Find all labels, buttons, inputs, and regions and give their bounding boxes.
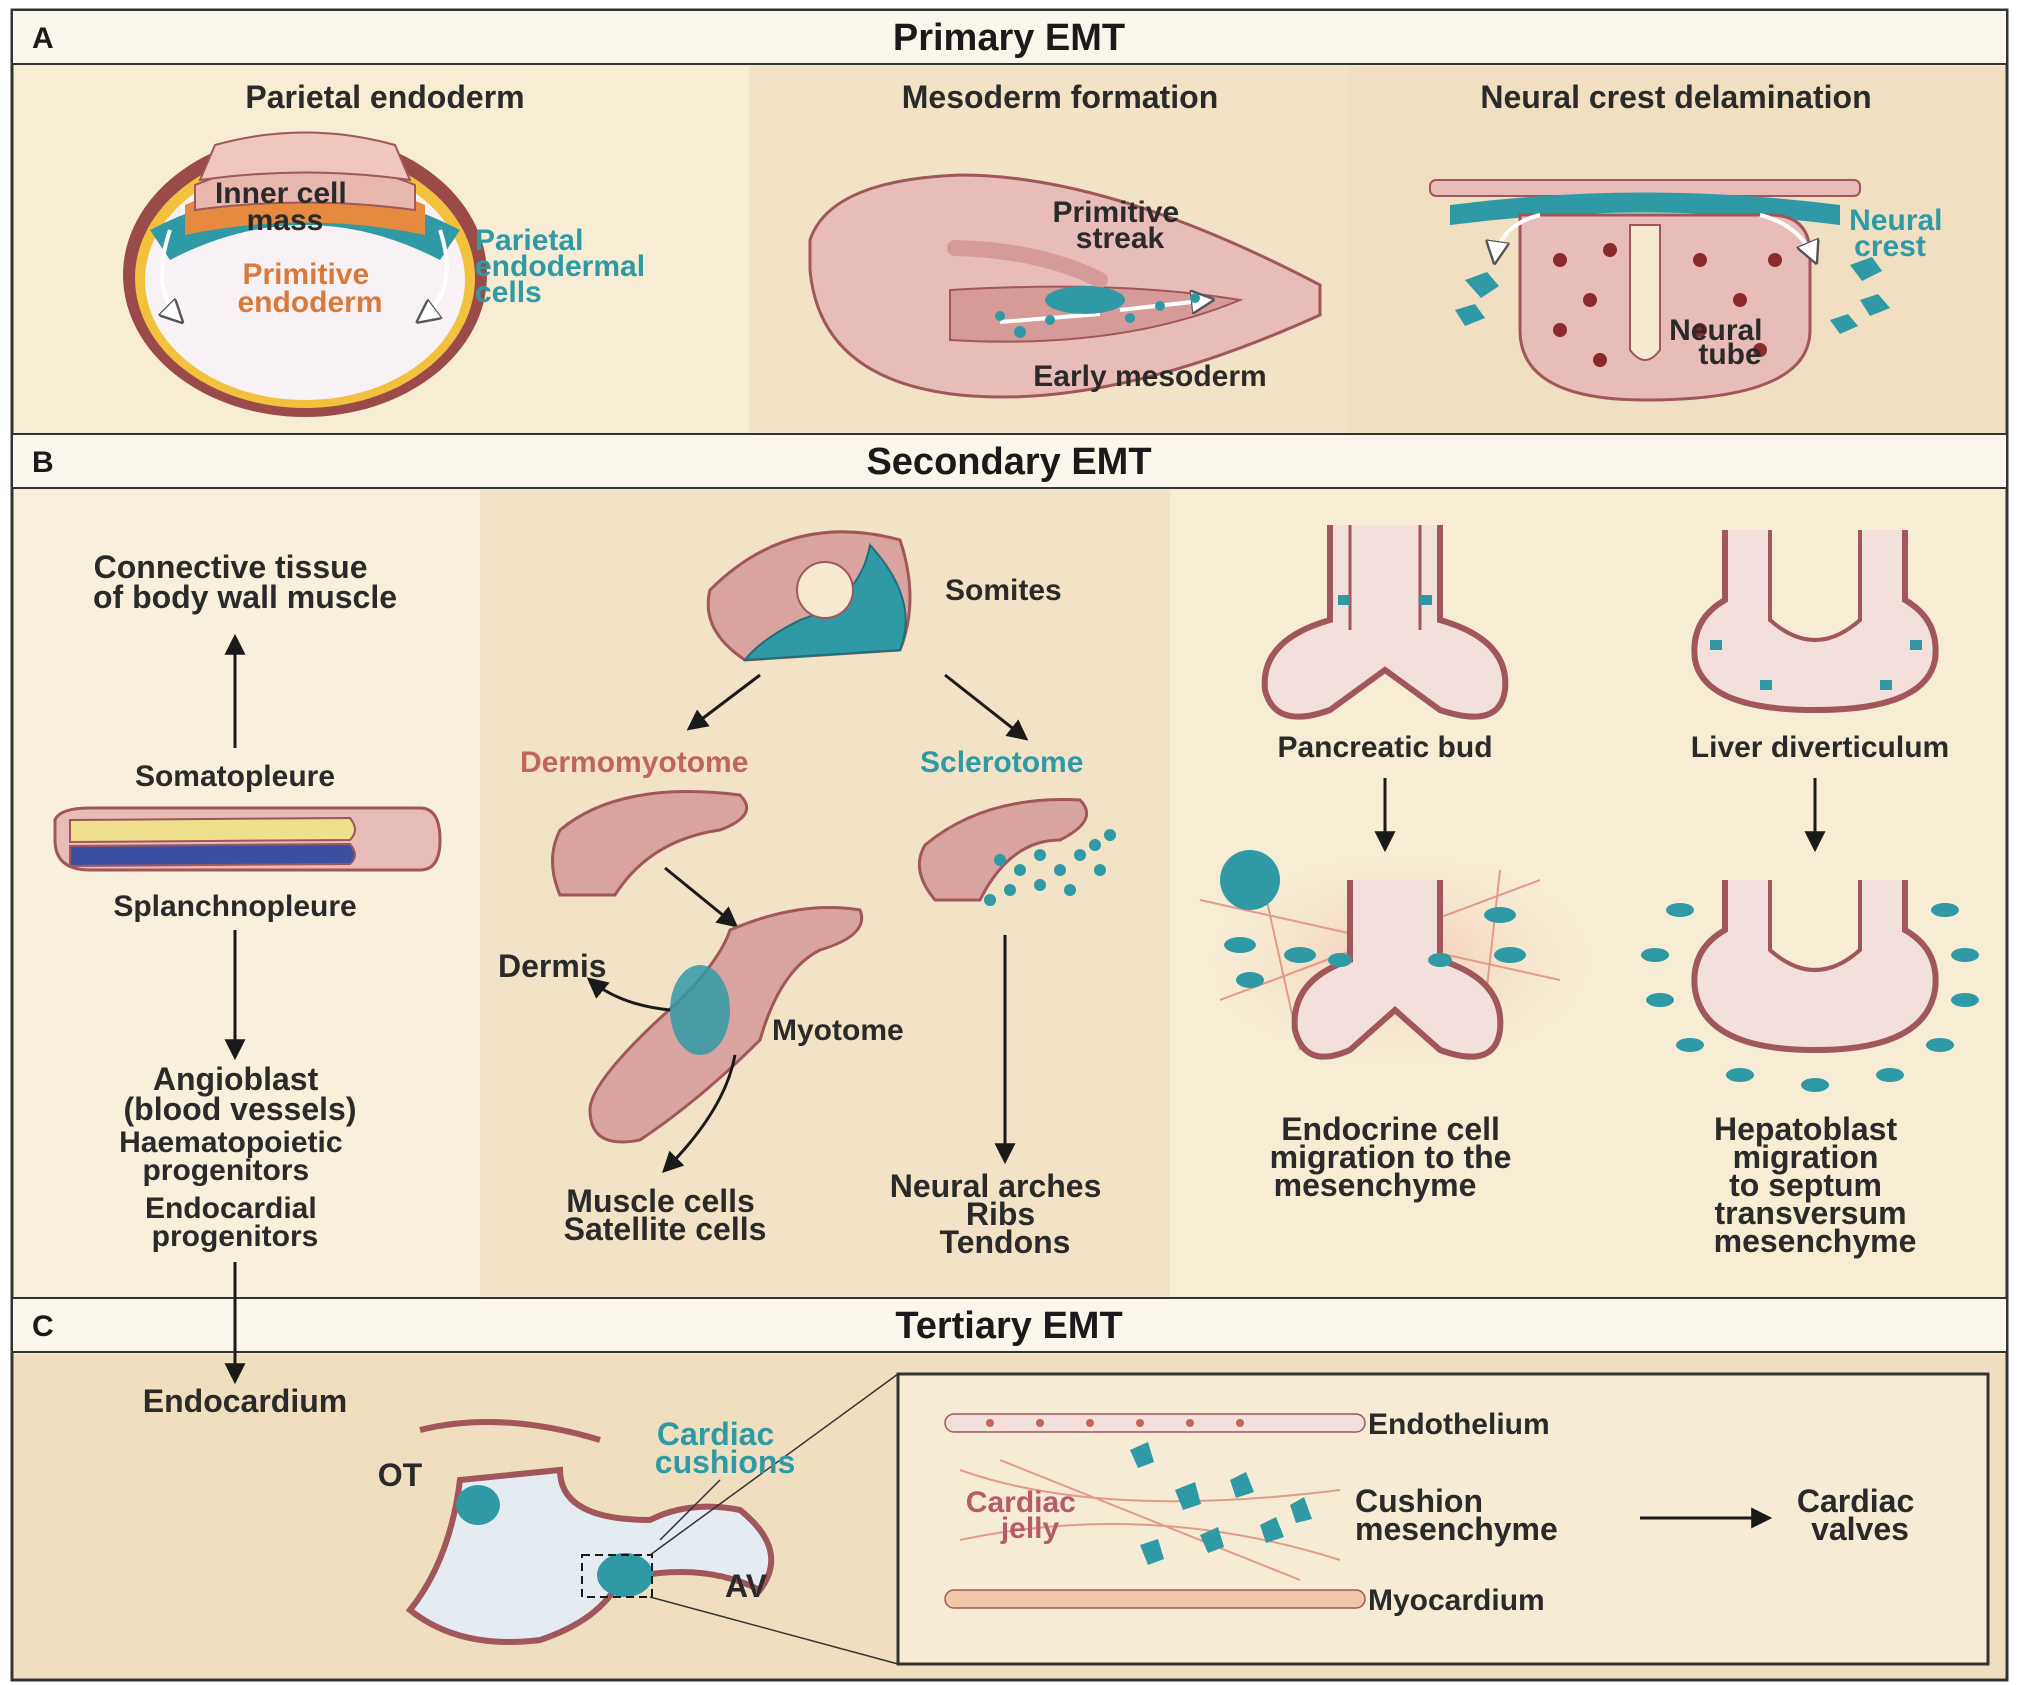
cardiac-jelly-label: Cardiac jelly [966, 1486, 1084, 1545]
somatopleure-label: Somatopleure [135, 760, 335, 793]
blastocyst-illustration [123, 131, 487, 417]
pancreas-migration-illustration [1199, 850, 1600, 1070]
heart-tube-illustration [405, 1373, 899, 1665]
myotome-label: Myotome [772, 1014, 904, 1047]
dermomyotome-illustration [551, 790, 749, 897]
primitive-streak-label: Primitive streak [1052, 196, 1187, 255]
dermomyotome-label: Dermomyotome [520, 746, 748, 779]
splanchnopleure-label: Splanchnopleure [113, 890, 356, 923]
neural-tube-illustration [1429, 179, 1890, 402]
endocrine-migration-label: Endocrine cell migration to the mesenchy… [1270, 1111, 1521, 1203]
sclerotome-label: Sclerotome [920, 746, 1083, 779]
connective-tissue-label: Connective tissue of body wall muscle [93, 549, 397, 615]
neural-arches-label: Neural arches Ribs Tendons [890, 1168, 1111, 1260]
angioblast-label: Angioblast (blood vessels) [124, 1061, 357, 1127]
panel-a-title: Primary EMT [893, 17, 1125, 59]
somite-illustration [706, 530, 912, 662]
panel-a-letter: A [32, 22, 54, 55]
arrow-to-sclerotome [944, 673, 1029, 741]
liver-diverticulum-label: Liver diverticulum [1691, 731, 1949, 764]
myocardium-label: Myocardium [1368, 1584, 1545, 1617]
parietal-cells-label: Parietal endodermal cells [475, 224, 653, 309]
embryonic-disc-illustration [808, 173, 1322, 399]
somites-label: Somites [945, 574, 1062, 607]
muscle-cells-label: Muscle cells Satellite cells [564, 1183, 767, 1247]
panel-b-col1-bg [14, 490, 480, 1298]
arrow-to-dermomyotome [686, 673, 761, 731]
neural-crest-title: Neural crest delamination [1480, 79, 1871, 115]
cardiac-valves-label: Cardiac valves [1797, 1483, 1923, 1547]
primitive-endoderm-label: Primitive endoderm [237, 258, 382, 319]
lateral-plate-illustration [53, 806, 442, 872]
panel-c-title: Tertiary EMT [895, 1305, 1122, 1347]
panel-b-title: Secondary EMT [866, 441, 1151, 483]
pancreatic-bud-label: Pancreatic bud [1277, 731, 1492, 764]
cushion-mesenchyme-label: Cushion mesenchyme [1355, 1483, 1558, 1547]
panel-b: B Secondary EMT Connective tissue of bod… [11, 433, 2008, 1298]
inset-illustration [944, 1413, 1366, 1609]
parietal-endoderm-title: Parietal endoderm [245, 79, 524, 115]
pancreatic-bud-illustration [1261, 525, 1509, 720]
panel-b-letter: B [32, 446, 54, 479]
panel-a-header [11, 9, 2008, 65]
cardiac-cushions-label: Cardiac cushions [655, 1416, 795, 1480]
liver-diverticulum-illustration [1691, 530, 1939, 714]
panel-a: A Primary EMT Parietal endoderm Mesoderm… [11, 9, 2008, 434]
neural-tube-label: Neural tube [1669, 314, 1771, 371]
myotome-illustration [588, 906, 863, 1144]
dermis-label: Dermis [498, 948, 607, 984]
panel-c-letter: C [32, 1310, 54, 1343]
ot-label: OT [378, 1457, 423, 1493]
mesoderm-formation-title: Mesoderm formation [902, 79, 1218, 115]
panel-c: C Tertiary EMT Endocardium OT AV Cardiac… [11, 1262, 2008, 1678]
av-label: AV [725, 1568, 768, 1604]
progenitors-label: Haematopoietic progenitors Endocardial p… [119, 1126, 351, 1253]
endothelium-label: Endothelium [1368, 1408, 1550, 1441]
early-mesoderm-label: Early mesoderm [1033, 360, 1266, 393]
sclerotome-illustration [917, 798, 1116, 906]
hepatoblast-migration-label: Hepatoblast migration to septum transver… [1714, 1111, 1917, 1259]
arrow-to-dermis [586, 977, 671, 1012]
hepatoblast-migration-illustration [1641, 880, 1979, 1092]
inner-cell-mass-label: Inner cell mass [215, 177, 355, 237]
neural-crest-label: Neural crest [1849, 204, 1951, 263]
endocardium-label: Endocardium [143, 1383, 347, 1419]
panel-c-header [11, 1297, 2008, 1353]
arrow-to-muscle [662, 1054, 737, 1173]
panel-b-header [11, 433, 2008, 489]
arrow-to-myotome [664, 866, 739, 928]
